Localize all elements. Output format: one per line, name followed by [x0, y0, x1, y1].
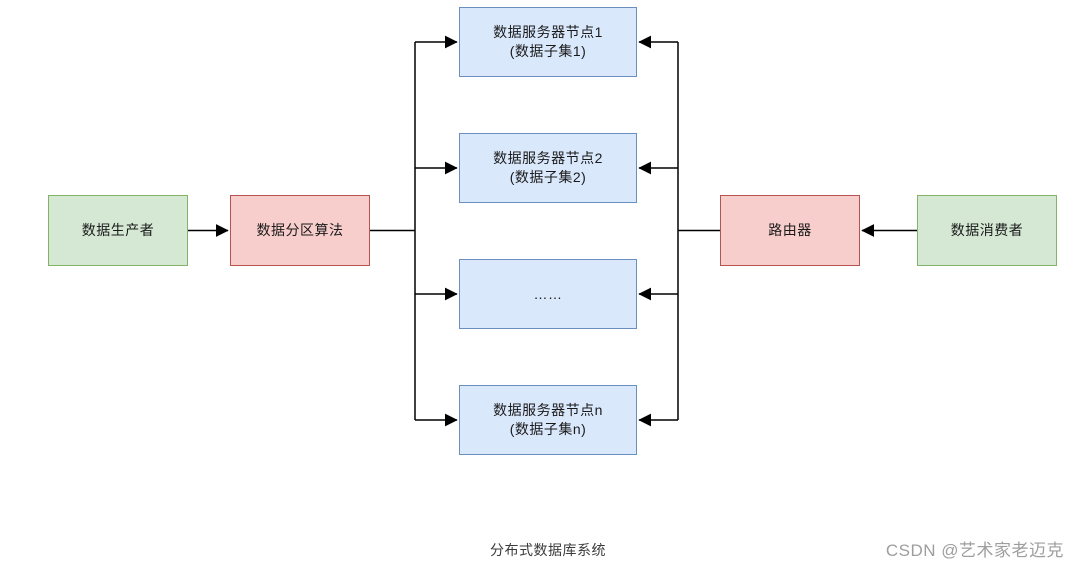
- server-node-1-title: 数据服务器节点1: [493, 24, 603, 40]
- server-node-2-title: 数据服务器节点2: [493, 150, 603, 166]
- server-node-n-subtitle: (数据子集n): [509, 421, 587, 437]
- router-box: 路由器: [720, 195, 860, 266]
- server-node-2-box: 数据服务器节点2 (数据子集2): [459, 133, 637, 203]
- producer-box: 数据生产者: [48, 195, 188, 266]
- router-label: 路由器: [768, 222, 812, 238]
- server-node-2-subtitle: (数据子集2): [509, 169, 587, 185]
- partition-algorithm-box: 数据分区算法: [230, 195, 370, 266]
- server-node-n-title: 数据服务器节点n: [493, 402, 603, 418]
- producer-label: 数据生产者: [81, 222, 155, 238]
- server-node-ellipsis-title: ……: [533, 285, 563, 302]
- consumer-label: 数据消费者: [950, 222, 1024, 238]
- server-node-n-box: 数据服务器节点n (数据子集n): [459, 385, 637, 455]
- server-node-1-box: 数据服务器节点1 (数据子集1): [459, 7, 637, 77]
- partition-algorithm-label: 数据分区算法: [256, 222, 344, 238]
- server-node-1-subtitle: (数据子集1): [509, 43, 587, 59]
- diagram-caption: 分布式数据库系统: [490, 542, 606, 558]
- server-node-ellipsis-box: ……: [459, 259, 637, 329]
- consumer-box: 数据消费者: [917, 195, 1057, 266]
- csdn-watermark: CSDN @艺术家老迈克: [885, 541, 1064, 560]
